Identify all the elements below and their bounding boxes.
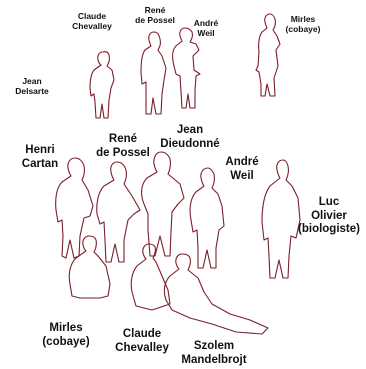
silhouette-top-andre-weil	[173, 28, 200, 108]
label-luc-olivier: Luc Olivier (biologiste)	[298, 196, 360, 237]
label-claude-chevalley: Claude Chevalley	[115, 328, 169, 355]
silhouette-top-mirles	[256, 14, 280, 96]
silhouette-rene-de-possel	[97, 162, 140, 262]
label-szolem-mandelbrojt: Szolem Mandelbrojt	[181, 340, 246, 367]
label-top-mirles-cobaye: Mirles (cobaye)	[286, 14, 321, 34]
label-jean-dieudonne: Jean Dieudonné	[160, 124, 219, 151]
silhouette-luc-olivier	[262, 160, 300, 278]
label-top-andre-weil: André Weil	[194, 18, 219, 38]
silhouette-andre-weil	[190, 168, 224, 268]
label-top-claude-chevalley: Claude Chevalley	[72, 11, 112, 31]
silhouette-henri-cartan	[56, 158, 93, 258]
silhouette-jean-dieudonne	[142, 152, 184, 256]
label-top-jean-delsarte: Jean Delsarte	[15, 76, 49, 96]
label-mirles-cobaye: Mirles (cobaye)	[42, 322, 89, 349]
label-andre-weil: André Weil	[225, 156, 258, 183]
label-top-rene-de-possel: René de Possel	[135, 5, 175, 25]
silhouette-top-rene-de-possel	[141, 32, 166, 114]
silhouette-top-claude-chevalley	[90, 52, 114, 118]
label-rene-de-possel: René de Possel	[96, 133, 150, 160]
silhouette-mirles-seated	[69, 236, 110, 298]
label-henri-cartan: Henri Cartan	[22, 144, 58, 171]
